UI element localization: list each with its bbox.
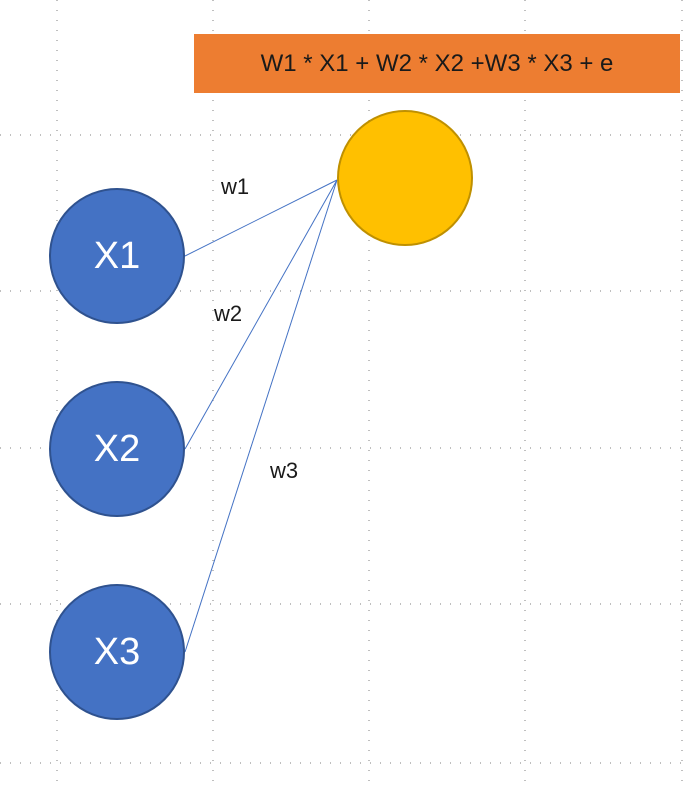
input-node-x1: X1 bbox=[49, 188, 185, 324]
weight-label-w3: w3 bbox=[270, 458, 299, 483]
input-node-x3: X3 bbox=[49, 584, 185, 720]
formula-text: W1 * X1 + W2 * X2 +W3 * X3 + e bbox=[260, 49, 614, 77]
edge-x2-to-output bbox=[184, 179, 338, 450]
input-node-x2-label: X2 bbox=[93, 427, 141, 470]
input-node-x3-label: X3 bbox=[93, 630, 141, 673]
input-node-x1-label: X1 bbox=[93, 234, 141, 277]
input-node-x2: X2 bbox=[49, 381, 185, 517]
weight-label-w2: w2 bbox=[214, 301, 243, 326]
formula-box: W1 * X1 + W2 * X2 +W3 * X3 + e bbox=[194, 34, 680, 93]
output-neuron bbox=[337, 110, 473, 246]
edge-x1-to-output bbox=[184, 179, 338, 257]
edge-x3-to-output bbox=[184, 179, 338, 653]
weight-label-w1: w1 bbox=[221, 174, 250, 199]
